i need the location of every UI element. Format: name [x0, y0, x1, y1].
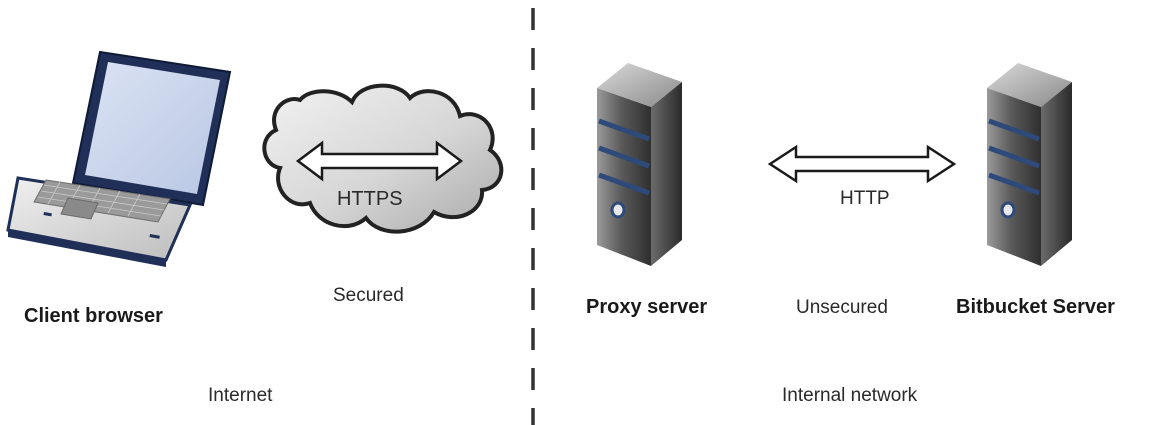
unsecured-label: Unsecured — [796, 297, 888, 318]
server-tower-icon — [987, 63, 1072, 266]
https-protocol-label: HTTPS — [337, 188, 403, 210]
laptop-icon — [6, 50, 232, 267]
secured-label: Secured — [333, 285, 404, 306]
https-double-arrow — [295, 140, 464, 182]
server-tower-icon — [597, 63, 682, 266]
client-browser-label: Client browser — [24, 305, 163, 327]
bitbucket-server-label: Bitbucket Server — [956, 296, 1115, 318]
internal-network-zone-label: Internal network — [782, 385, 918, 406]
http-double-arrow — [767, 144, 957, 184]
http-protocol-label: HTTP — [840, 188, 890, 209]
proxy-server-label: Proxy server — [586, 296, 708, 318]
internet-zone-label: Internet — [208, 385, 273, 406]
